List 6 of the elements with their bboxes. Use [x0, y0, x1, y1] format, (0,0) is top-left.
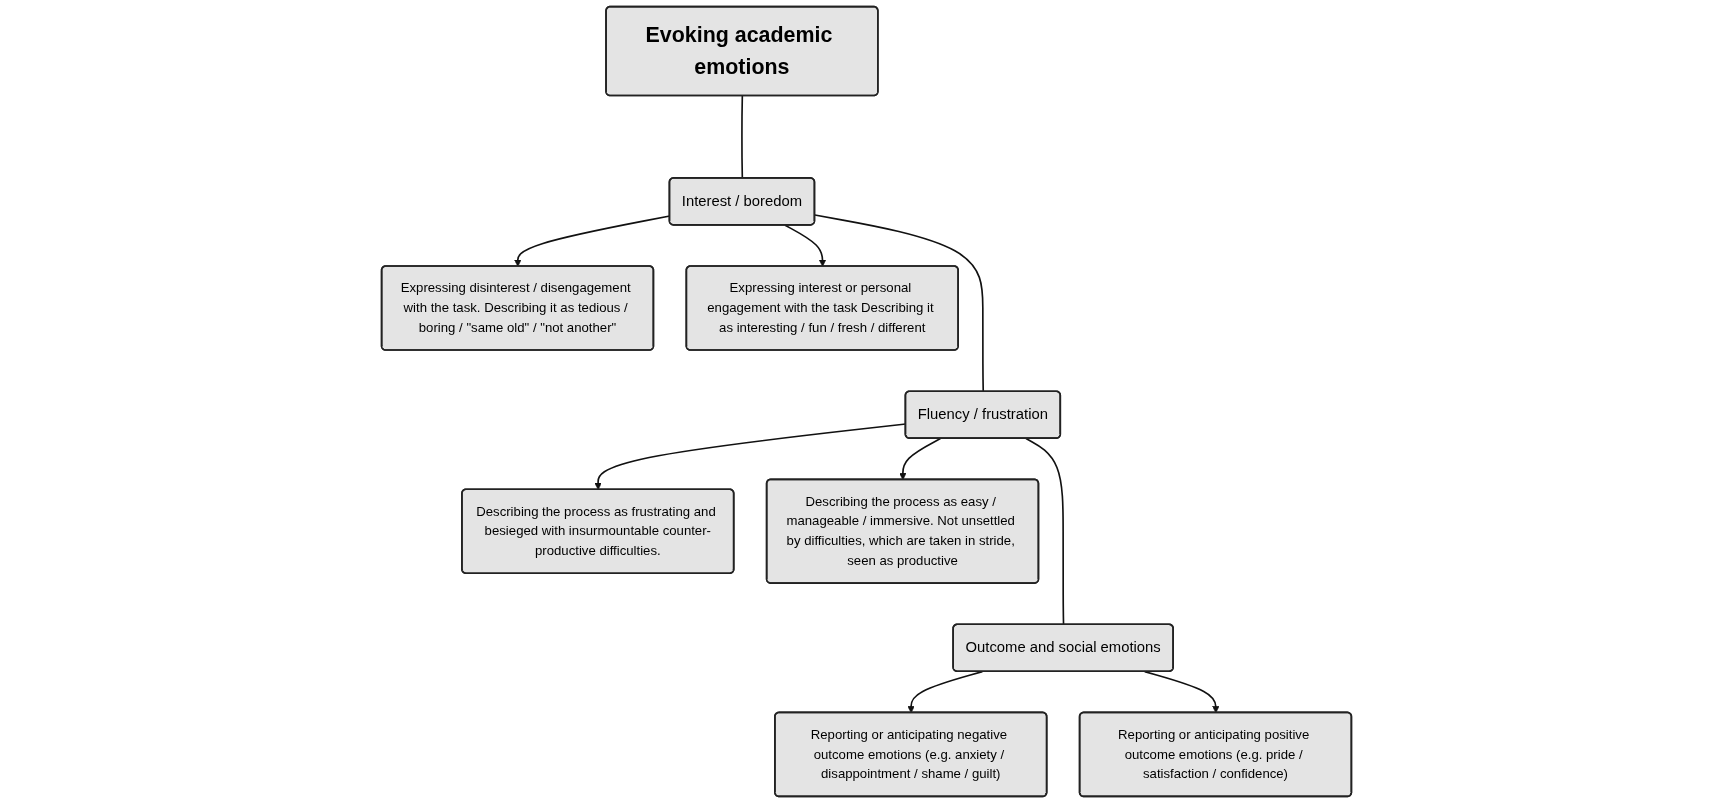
arrow	[1143, 670, 1220, 714]
arrow	[907, 670, 984, 714]
arrow	[899, 437, 942, 481]
connector	[814, 214, 985, 393]
connector	[1025, 437, 1065, 626]
arrow	[784, 224, 827, 267]
